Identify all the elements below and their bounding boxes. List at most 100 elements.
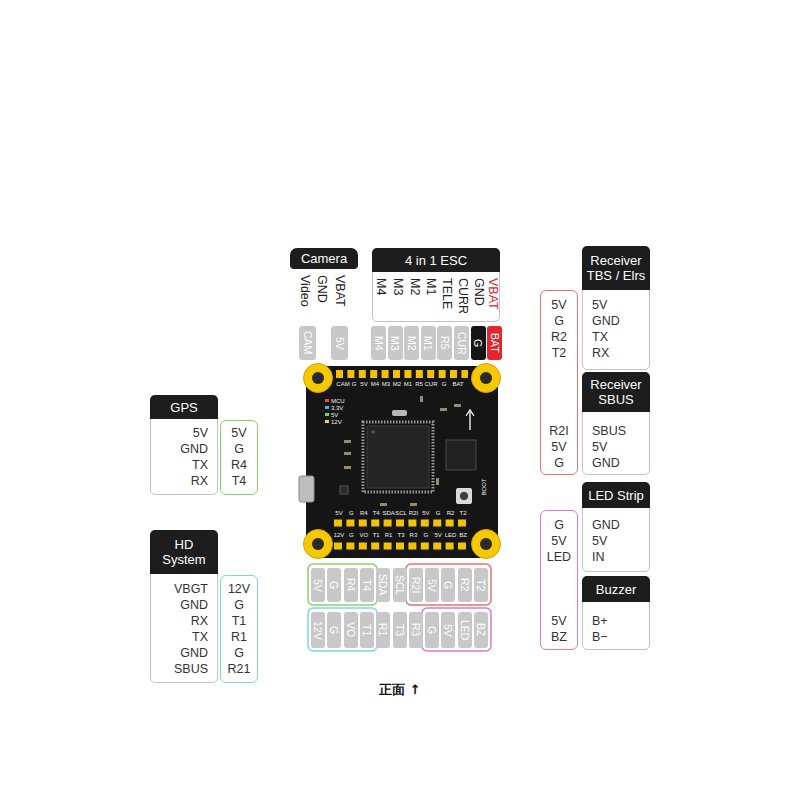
pin-label: CAM [299,326,316,360]
silkscreen-label: 5V [422,510,429,517]
silkscreen-label: 3.3V [331,405,343,412]
mounting-grommet [304,530,333,559]
pin-tab: 5V [311,568,325,602]
signal-name: B+ [592,613,608,629]
pin-name: G [541,455,577,471]
pin-label: R2I [409,568,423,602]
pin-label: R4 [344,568,358,602]
pin-label: M1 [421,326,436,360]
pin-tab: T1 [360,612,374,648]
pin-tab: R5 [437,326,452,360]
silkscreen-label: G [423,532,428,539]
signal-name: GND [592,313,620,329]
signal-name: RX [191,473,208,489]
usb-port [299,476,314,502]
connector-callout: Receiver SBUSSBUS5VGND [582,372,650,475]
silkscreen-label: BOOT [481,478,488,495]
pin-group-box: 5VGR4T4 [220,420,258,495]
pin-tab: G [327,612,341,648]
silkscreen-label: SCL [395,510,407,517]
hd-pin-outline [308,608,377,651]
pin-name: R4 [221,457,257,473]
pin-name: R1 [221,629,257,645]
pin-label: G [441,568,455,602]
pin-label: M2 [404,326,419,360]
silkscreen-label: 5V [335,510,342,517]
pin-tab: R4 [344,568,358,602]
callout-heading: Buzzer [582,576,650,602]
silkscreen-label: MCU [331,398,345,405]
pin-group-box: 12VGT1R1GR21 [220,575,258,683]
signal-name: TX [592,329,608,345]
esc-callout: 4 in 1 ESCVBATGNDCURRTELEM1M2M3M4 [372,248,500,322]
pin-name: 5V [541,613,577,629]
signal-name: VBAT [485,278,501,310]
silkscreen-label: T2 [459,510,466,517]
pin-name: G [541,517,577,533]
pin-tab: 5V [425,568,439,602]
bottom-solder-pads [334,520,470,527]
pin-tab: LED [458,612,472,648]
silkscreen-label: M4 [371,381,379,388]
smd-part [436,478,439,485]
pin-label: 5V [311,568,325,602]
signal-name: 5V [592,439,607,455]
pin-tab: 5V [331,326,348,360]
crystal [392,410,407,416]
smd-part [410,503,417,506]
pin-tab: T4 [360,568,374,602]
status-leds [325,399,329,423]
silkscreen-label: BZ [459,532,467,539]
led-buzzer-pin-outline [422,608,491,651]
signal-name: GND [180,441,208,457]
pin-label: BAT [487,326,502,360]
pin-tab: BAT [487,326,502,360]
pin-label: G [327,568,341,602]
pin-group-outlines [308,564,491,651]
pin-label: T2 [474,568,488,602]
connector-callout: GPS5VGNDTXRX [150,395,218,495]
pin-label: 12V [311,612,325,648]
connector-callout: LED StripGND5VIN [582,482,650,572]
pin-label: BZ [474,612,488,648]
boot-button [456,488,472,504]
signal-name: VBGT [174,581,208,597]
pin-name: G [221,645,257,661]
pin-tab: G [327,568,341,602]
callout-heading: Receiver SBUS [582,372,650,412]
led [325,399,329,402]
direction-arrow [466,410,474,430]
silkscreen-label: T1 [373,532,380,539]
silkscreen-label: BAT [452,381,463,388]
receiver-pin-outline [406,564,491,605]
pin-label: 5V [331,326,348,360]
pin-one-dot [371,430,375,434]
pin-label: G [327,612,341,648]
silkscreen-label: G [349,532,354,539]
led [325,413,329,416]
smd-part [344,440,351,443]
smd-part [420,396,423,402]
pin-name: 5V [541,439,577,455]
led [325,420,329,423]
pin-name: T2 [541,345,577,361]
mounting-grommet [472,364,501,393]
signal-name: Video [297,275,313,307]
small-ic [340,486,348,494]
mounting-hole [480,538,492,550]
pin-tab: T3 [393,612,407,648]
pin-label: 5V [425,568,439,602]
pin-name: G [221,441,257,457]
callout-heading: GPS [150,395,218,419]
signal-name: GND [314,275,330,303]
silkscreen-label: R2 [447,510,455,517]
pin-label: G [425,612,439,648]
pin-label: R5 [437,326,452,360]
pin-tab: 5V [441,612,455,648]
silkscreen-label: G [442,381,447,388]
pin-name: 5V [541,533,577,549]
caption: 正面 ↑ [379,681,420,699]
signal-name: GND [592,517,620,533]
